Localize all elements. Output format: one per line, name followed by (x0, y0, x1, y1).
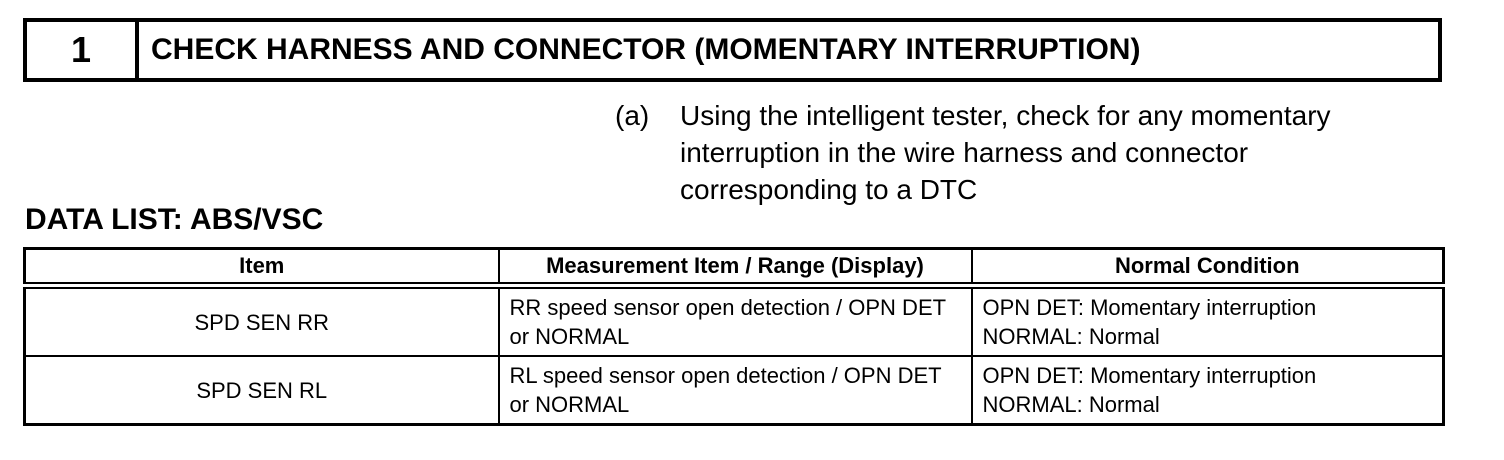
step-title: CHECK HARNESS AND CONNECTOR (MOMENTARY I… (151, 33, 1141, 66)
normal-condition-cell: OPN DET: Momentary interruption NORMAL: … (970, 355, 1445, 426)
column-header-normal-condition: Normal Condition (970, 247, 1445, 289)
measurement-cell: RL speed sensor open detection / OPN DET… (497, 355, 973, 426)
normal-condition-cell: OPN DET: Momentary interruption NORMAL: … (970, 284, 1445, 357)
column-header-item: Item (23, 247, 500, 289)
item-cell: SPD SEN RR (23, 284, 500, 357)
data-list-table: Item Measurement Item / Range (Display) … (23, 247, 1445, 426)
column-header-measurement: Measurement Item / Range (Display) (497, 247, 973, 289)
instruction-text: Using the intelligent tester, check for … (680, 100, 1331, 205)
measurement-cell: RR speed sensor open detection / OPN DET… (497, 284, 973, 357)
item-cell: SPD SEN RL (23, 355, 500, 426)
table-row: SPD SEN RR RR speed sensor open detectio… (23, 284, 1445, 357)
table-header-row: Item Measurement Item / Range (Display) … (23, 247, 1445, 289)
table-row: SPD SEN RL RL speed sensor open detectio… (23, 355, 1445, 426)
instruction-paragraph: (a) Using the intelligent tester, check … (615, 97, 1425, 208)
step-header: 1 CHECK HARNESS AND CONNECTOR (MOMENTARY… (23, 18, 1442, 82)
data-list-heading: DATA LIST: ABS/VSC (25, 203, 324, 236)
instruction-label: (a) (615, 100, 650, 131)
step-number: 1 (27, 22, 139, 78)
